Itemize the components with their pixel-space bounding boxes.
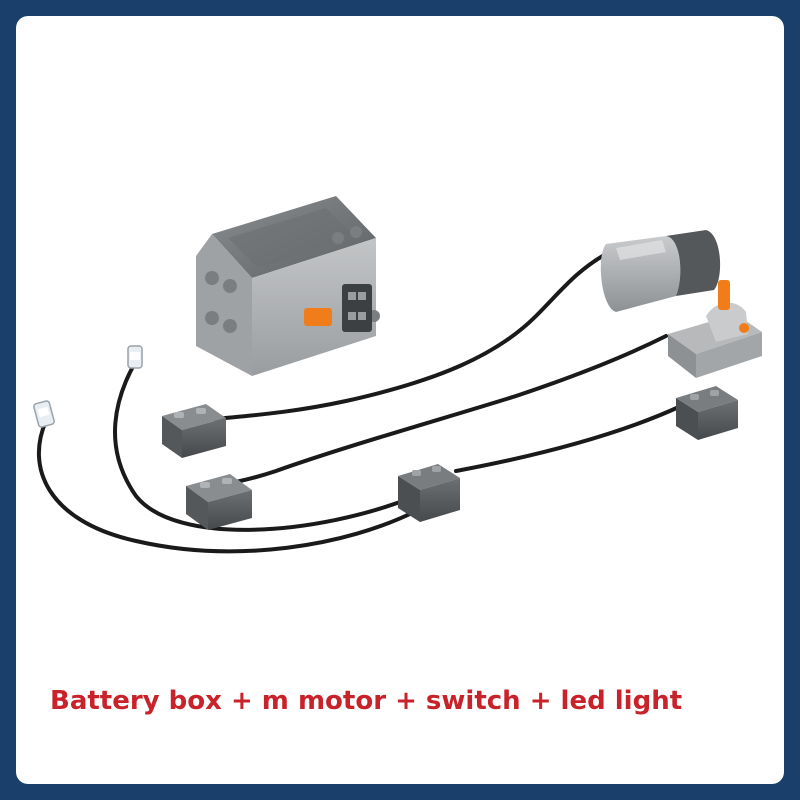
- product-caption: Battery box + m motor + switch + led lig…: [50, 686, 683, 716]
- extension-connectors: [162, 386, 738, 530]
- connector-brick-1: [162, 404, 226, 458]
- led-light-1: [127, 345, 143, 369]
- battery-switch-slider: [304, 308, 332, 326]
- cables: [37, 252, 683, 554]
- connector-brick-4: [676, 386, 738, 440]
- battery-box: [196, 196, 380, 376]
- extension-cable: [454, 404, 683, 473]
- switch-cable: [209, 334, 668, 488]
- motor-cable: [204, 252, 608, 422]
- product-photo: [33, 196, 762, 554]
- led-cable-2: [37, 419, 418, 554]
- led-light-2: [33, 400, 55, 428]
- switch-lever: [718, 280, 730, 310]
- connector-brick-3: [398, 464, 460, 522]
- led-cable-1: [113, 359, 418, 532]
- connector-brick-2: [186, 474, 252, 530]
- m-motor: [600, 230, 721, 312]
- led-lights: [33, 345, 143, 428]
- product-frame: Battery box + m motor + switch + led lig…: [16, 16, 784, 784]
- switch: [668, 280, 762, 378]
